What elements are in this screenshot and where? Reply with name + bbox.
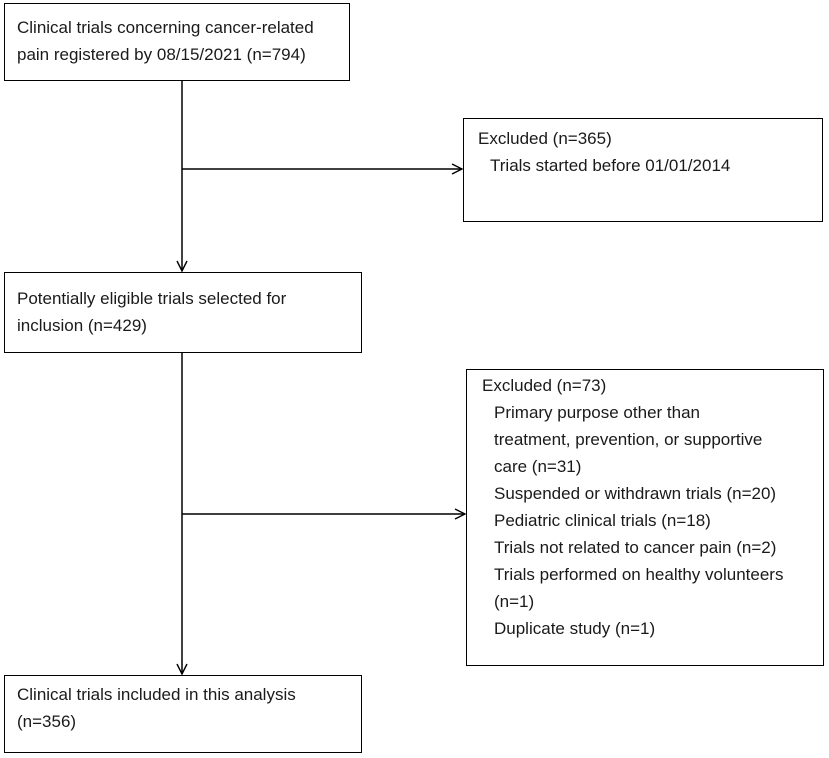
eligible-line-2: inclusion (n=429) [17, 316, 147, 335]
included-line-2: (n=356) [17, 712, 77, 731]
excluded-box-1: Excluded (n=365) Trials started before 0… [463, 118, 823, 222]
registered-trials-box: Clinical trials concerning cancer-relate… [4, 3, 350, 81]
excluded-2-item: Trials performed on healthy volunteers [494, 565, 784, 584]
included-trials-box: Clinical trials included in this analysi… [4, 675, 362, 753]
excluded-2-item: treatment, prevention, or supportive [494, 430, 763, 449]
registered-line-2: pain registered by 08/15/2021 (n=794) [17, 45, 306, 64]
excluded-box-2: Excluded (n=73) Primary purpose other th… [466, 369, 824, 666]
eligible-line-1: Potentially eligible trials selected for [17, 289, 287, 308]
registered-line-1: Clinical trials concerning cancer-relate… [17, 18, 314, 37]
excluded-2-heading: Excluded (n=73) [482, 376, 607, 395]
excluded-1-heading: Excluded (n=365) [478, 129, 612, 148]
excluded-2-item: Trials not related to cancer pain (n=2) [494, 538, 777, 557]
excluded-1-item: Trials started before 01/01/2014 [490, 156, 731, 175]
excluded-2-item: (n=1) [494, 592, 535, 611]
included-line-1: Clinical trials included in this analysi… [17, 685, 296, 704]
excluded-2-item: Pediatric clinical trials (n=18) [494, 511, 711, 530]
excluded-2-item: care (n=31) [494, 457, 582, 476]
excluded-2-item: Primary purpose other than [494, 403, 700, 422]
excluded-2-item: Duplicate study (n=1) [494, 619, 656, 638]
eligible-trials-box: Potentially eligible trials selected for… [4, 272, 362, 353]
excluded-2-item: Suspended or withdrawn trials (n=20) [494, 484, 777, 503]
